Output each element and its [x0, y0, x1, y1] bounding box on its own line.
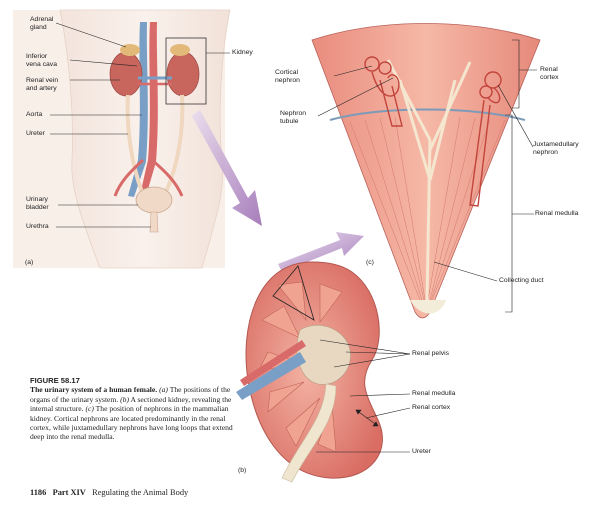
- left-adrenal-shape: [120, 44, 140, 56]
- label-renal-cortex-b: Renal cortex: [412, 404, 451, 411]
- figure-title: The urinary system of a human female.: [30, 385, 158, 395]
- label-cortex-c-line-2: cortex: [540, 74, 559, 81]
- part-title: Regulating the Animal Body: [92, 488, 189, 497]
- right-adrenal-shape: [170, 44, 190, 56]
- medullary-pyramids: [257, 281, 343, 453]
- label-urinary-bladder: Urinary bladder: [26, 196, 49, 212]
- urethra-shape: [149, 211, 159, 233]
- page-footer: 1186 Part XIV Regulating the Animal Body: [30, 488, 188, 497]
- label-ureter-b: Ureter: [412, 448, 431, 455]
- label-juxtamedullary-nephron: Juxtamedullary nephron: [533, 141, 579, 157]
- label-cortical-line-1: Cortical: [275, 69, 299, 76]
- label-ivc-line-2: vena cava: [26, 61, 57, 68]
- caption-ref-c: (c): [85, 404, 94, 414]
- label-bladder-line-1: Urinary: [26, 196, 48, 203]
- label-adrenal-line-2: gland: [30, 24, 47, 31]
- part-label: Part XIV: [52, 488, 86, 497]
- kidney-inset-triangle: [272, 265, 315, 321]
- panel-b-tag: (b): [238, 467, 247, 474]
- vena-cava-shape: [128, 22, 148, 197]
- cortical-nephron-shape: [364, 56, 403, 127]
- aorta-shape: [140, 22, 158, 196]
- cortex-medulla-boundary: [329, 108, 526, 121]
- label-cortical-nephron: Cortical nephron: [275, 69, 300, 85]
- caption-body-3: The position of nephrons in the mammalia…: [30, 404, 233, 442]
- label-bladder-line-2: bladder: [26, 204, 49, 211]
- label-nephron-tubule: Nephron tubule: [280, 110, 306, 126]
- label-tubule-line-1: Nephron: [280, 110, 307, 117]
- juxtamedullary-nephron-shape: [469, 71, 502, 207]
- label-inferior-vena-cava: Inferior vena cava: [26, 53, 57, 69]
- label-tubule-line-2: tubule: [280, 118, 299, 125]
- panel-c-leader-lines: [317, 39, 537, 313]
- label-renal-vessels-line-2: and artery: [26, 85, 57, 92]
- bladder-shape: [135, 186, 173, 214]
- label-renal-pelvis: Renal pelvis: [412, 350, 450, 357]
- label-adrenal-gland: Adrenal gland: [30, 16, 53, 32]
- label-adrenal-line-1: Adrenal: [30, 16, 54, 23]
- renal-artery-b-shape: [240, 340, 306, 386]
- label-renal-vein-artery: Renal vein and artery: [26, 77, 58, 93]
- label-cortex-c-line-1: Renal: [540, 66, 558, 73]
- iliac-vessels-shape: [113, 158, 184, 197]
- kidney-inset-box: [165, 37, 207, 105]
- ureter-b-shape: [281, 383, 337, 483]
- panel-c-tag: (c): [366, 259, 374, 266]
- medulla-striations: [349, 116, 506, 301]
- panel-a-tag: (a): [25, 259, 34, 266]
- label-kidney: Kidney: [232, 49, 253, 56]
- right-ureter-shape: [164, 94, 185, 193]
- arrow-to-panel-c: [278, 232, 364, 272]
- caption-body-2: A sectioned kidney, revealing the intern…: [30, 394, 232, 414]
- right-kidney-shape: [166, 51, 200, 97]
- figure-number: FIGURE 58.17: [30, 376, 80, 385]
- label-ivc-line-1: Inferior: [26, 53, 48, 60]
- figure-caption: FIGURE 58.17 The urinary system of a hum…: [30, 376, 235, 442]
- panel-b-leader-lines: [316, 339, 411, 453]
- left-kidney-shape: [109, 51, 143, 97]
- renal-vein-b-shape: [236, 352, 306, 400]
- label-juxta-line-1: Juxtamedullary: [533, 141, 579, 148]
- page-number: 1186: [30, 488, 47, 497]
- arrow-to-panel-b: [192, 110, 262, 226]
- label-renal-medulla-c: Renal medulla: [535, 210, 579, 217]
- label-aorta: Aorta: [26, 111, 43, 118]
- caption-ref-b: (b): [120, 394, 129, 404]
- label-renal-vessels-line-1: Renal vein: [26, 77, 59, 84]
- label-cortical-line-2: nephron: [275, 77, 300, 84]
- caption-ref-a: (a): [159, 385, 168, 395]
- collecting-duct-shape: [386, 59, 472, 301]
- left-ureter-shape: [125, 94, 144, 193]
- caption-body-1: The positions of the organs of the urina…: [30, 385, 231, 404]
- label-juxta-line-2: nephron: [533, 149, 558, 156]
- label-ureter-a: Ureter: [26, 130, 45, 137]
- renal-papilla-shape: [410, 300, 446, 314]
- label-collecting-duct: Collecting duct: [499, 277, 544, 284]
- label-renal-cortex-c: Renal cortex: [540, 66, 559, 82]
- label-renal-medulla-b: Renal medulla: [412, 390, 456, 397]
- panel-a-leader-lines: [50, 22, 230, 228]
- label-urethra: Urethra: [26, 223, 49, 230]
